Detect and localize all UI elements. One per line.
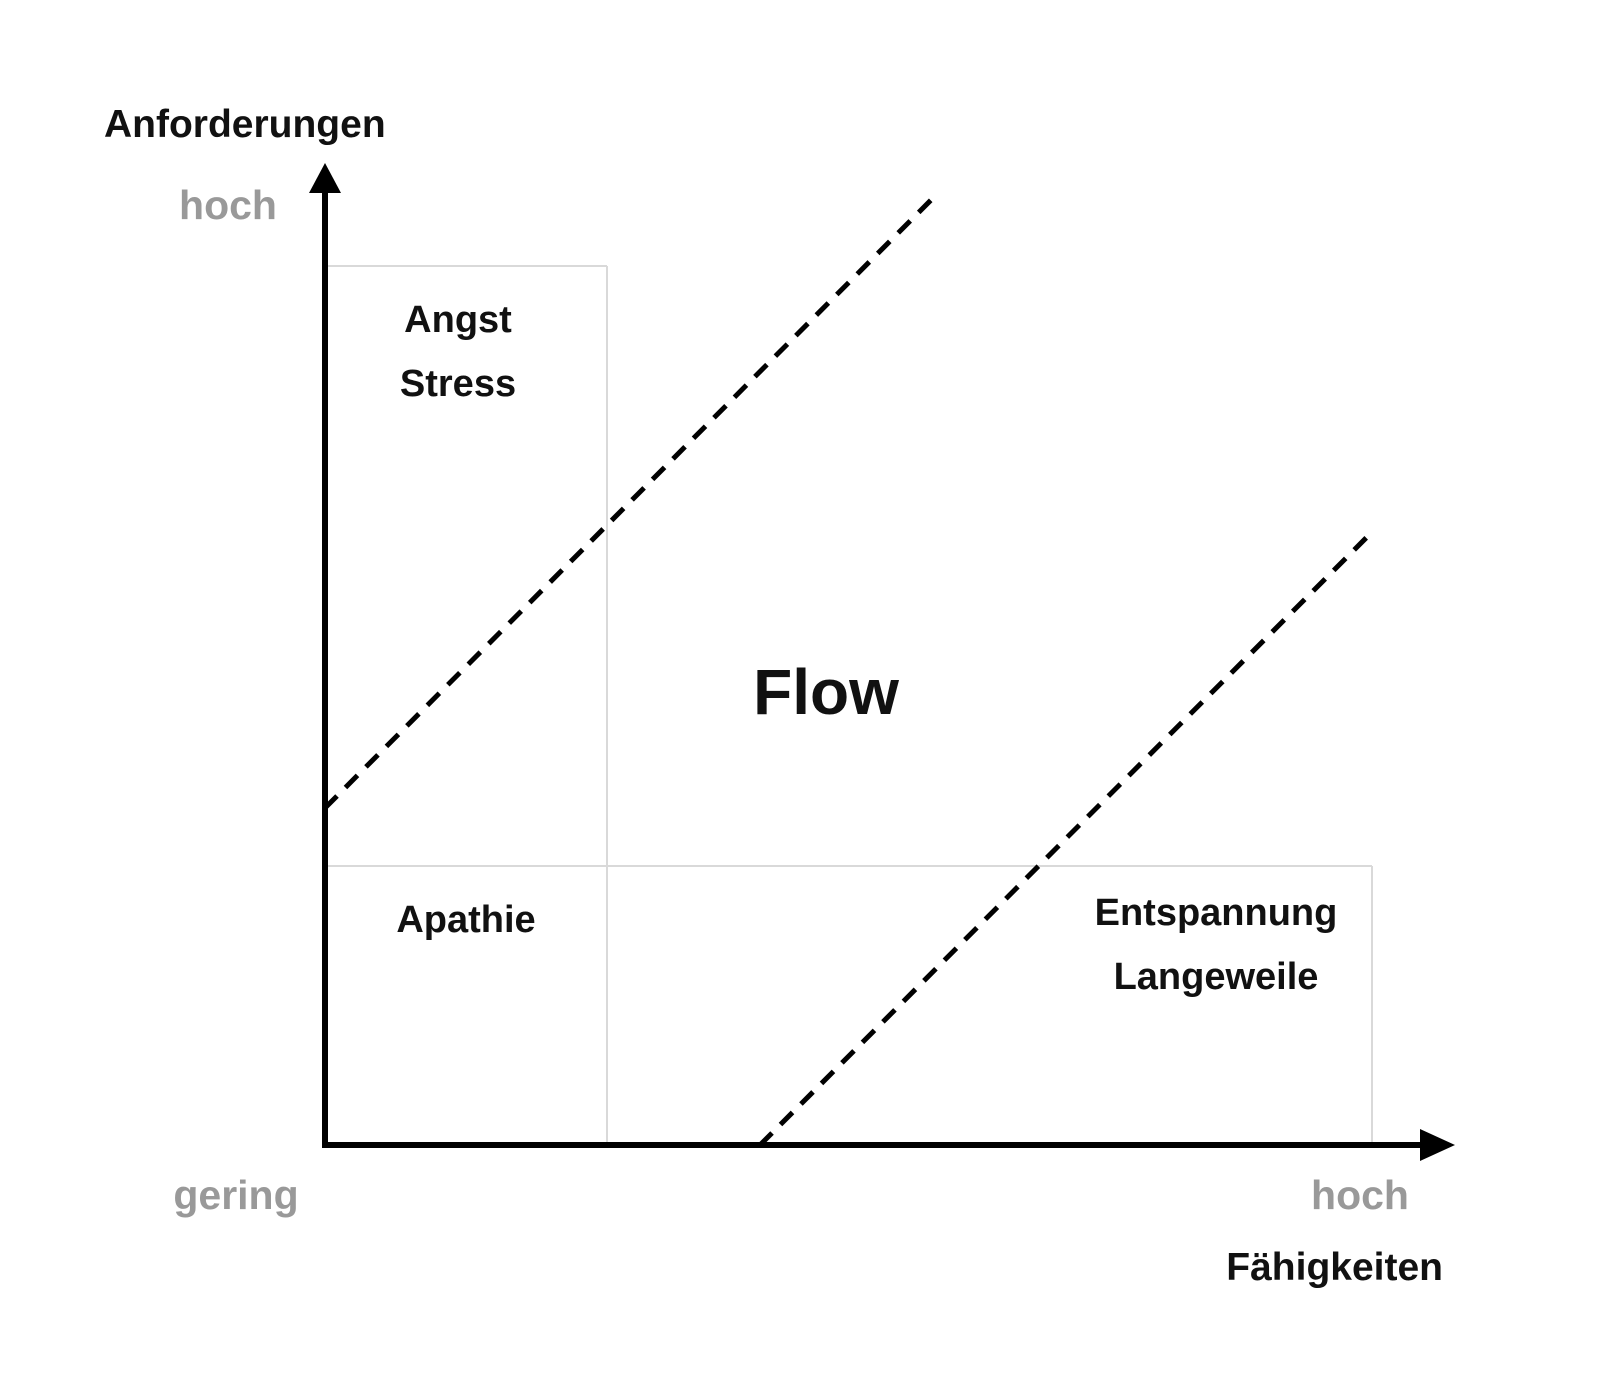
boredom-label-line2: Langeweile	[1114, 956, 1319, 998]
y-axis-title: Anforderungen	[104, 103, 386, 146]
anxiety-label-line1: Angst	[404, 299, 512, 341]
apathy-label: Apathie	[396, 899, 535, 941]
lower-boundary-line	[758, 530, 1374, 1147]
x-axis-high-label: hoch	[1311, 1172, 1409, 1218]
anxiety-label-line2: Stress	[400, 363, 516, 405]
region-grid	[325, 265, 1373, 1145]
y-axis-high-label: hoch	[179, 182, 277, 228]
x-axis-arrow-icon	[1420, 1129, 1455, 1161]
x-axis-low-label: gering	[173, 1172, 298, 1218]
axes	[309, 163, 1455, 1161]
flow-label: Flow	[753, 656, 899, 728]
x-axis-title: Fähigkeiten	[1226, 1246, 1443, 1289]
boredom-label-line1: Entspannung	[1095, 892, 1338, 934]
y-axis-arrow-icon	[309, 163, 341, 193]
